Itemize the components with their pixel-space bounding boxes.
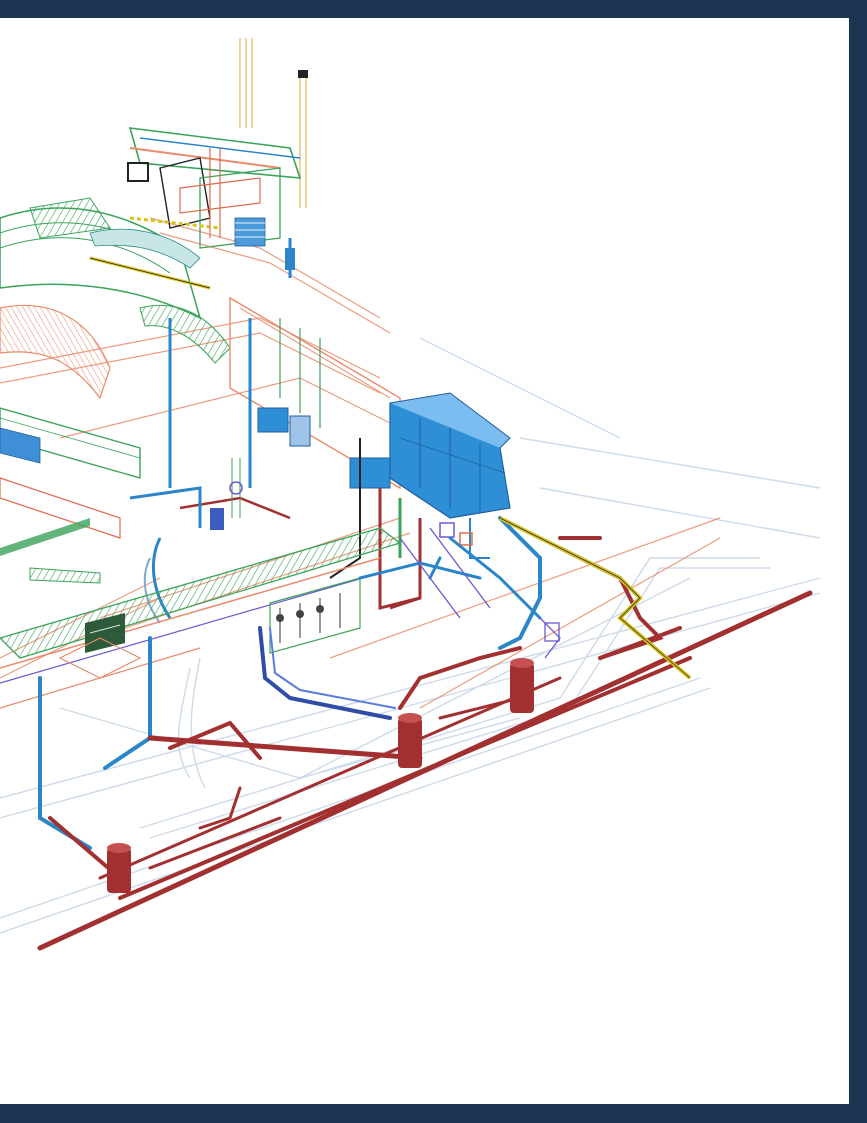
drawing-canvas xyxy=(0,18,849,1104)
gas-line xyxy=(499,516,692,680)
tank-3 xyxy=(510,658,534,713)
cable-tray-corridor xyxy=(0,527,402,709)
roof-equipment xyxy=(127,38,308,278)
air-handling-units xyxy=(329,392,511,610)
tank-1 xyxy=(107,843,131,893)
drainage-mains xyxy=(37,536,813,951)
sprinkler-lines xyxy=(399,527,561,659)
mep-model-illustration xyxy=(0,38,821,951)
chilled-water-mains xyxy=(38,516,542,850)
mechanical-room xyxy=(129,296,401,624)
tank-2 xyxy=(398,713,422,768)
roof-structure xyxy=(0,197,231,584)
drainage-tanks xyxy=(107,658,534,893)
